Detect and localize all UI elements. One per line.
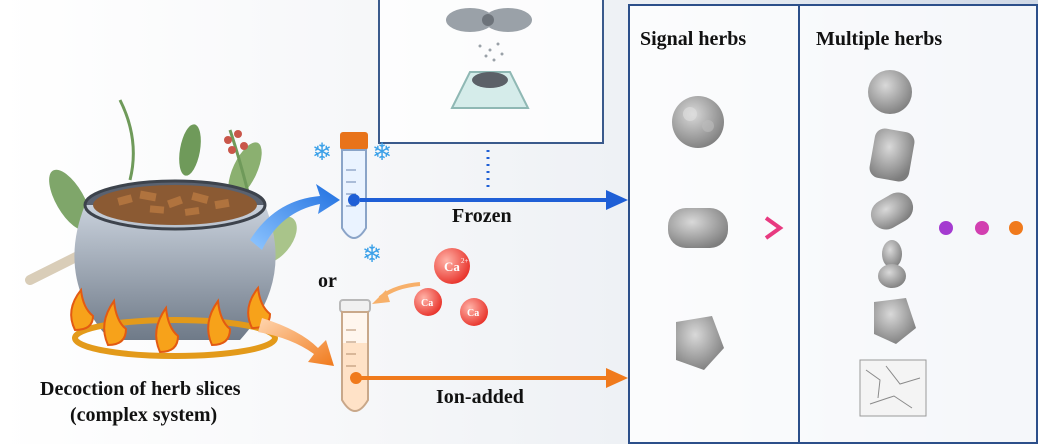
calcium-label-3: Ca (467, 308, 479, 319)
freeze-dryer-icon (446, 8, 532, 108)
svg-text:❄: ❄ (372, 140, 392, 166)
or-label: or (318, 270, 337, 293)
signal-herbs-title: Signal herbs (640, 28, 746, 51)
herb-particle-icon (668, 96, 728, 370)
frozen-label: Frozen (452, 205, 512, 228)
svg-text:❄: ❄ (312, 140, 332, 166)
svg-text:❄: ❄ (362, 242, 382, 268)
ion-arrow-head (606, 368, 628, 388)
continuation-dot (975, 221, 989, 235)
ion-added-label: Ion-added (436, 386, 524, 409)
multiple-herb-particles (860, 70, 926, 416)
calcium-label-1: Ca (444, 259, 460, 274)
calcium-label-2: Ca (421, 298, 433, 309)
multiple-herbs-title: Multiple herbs (816, 28, 942, 51)
caption-line-1: Decoction of herb slices (40, 378, 241, 401)
frozen-tube-icon (340, 132, 368, 238)
frozen-arrow-head (606, 190, 628, 210)
continuation-dot (1009, 221, 1023, 235)
continuation-dot (939, 221, 953, 235)
ion-tube-icon (340, 300, 370, 411)
calcium-charge-1: 2+ (461, 257, 469, 265)
caption-line-2: (complex system) (70, 404, 217, 427)
